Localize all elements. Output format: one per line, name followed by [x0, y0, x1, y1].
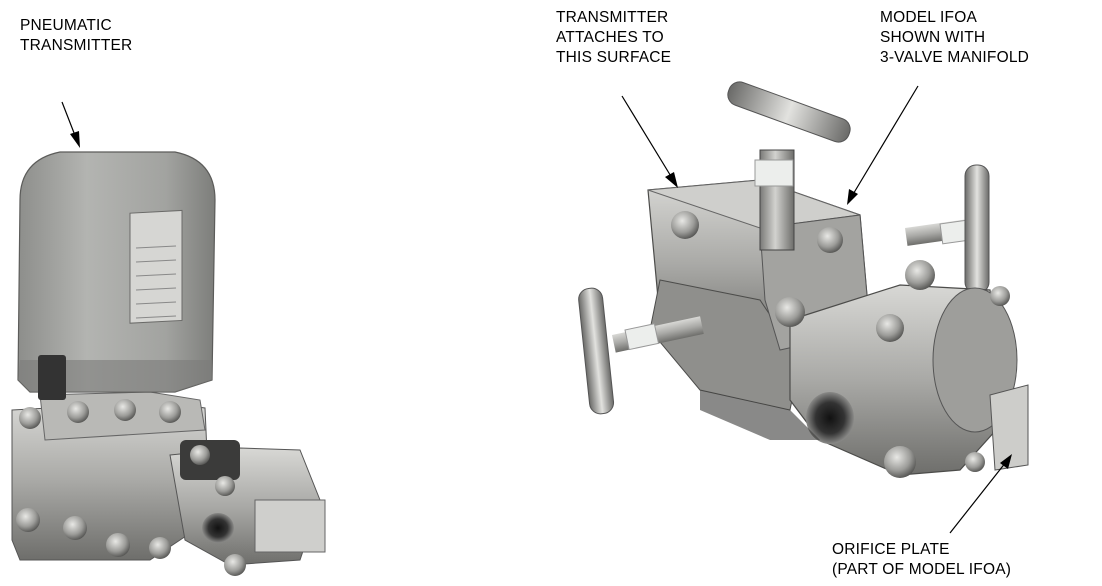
transmitter-port — [202, 513, 234, 543]
transmitter-bolts — [16, 399, 246, 576]
pneumatic-transmitter-arrow — [61, 101, 80, 148]
manifold-bolts — [671, 211, 1010, 478]
label-line: 3-VALVE MANIFOLD — [880, 49, 1030, 66]
pneumatic-transmitter-label: PNEUMATIC TRANSMITTER — [20, 16, 132, 56]
orifice-plate-arrow — [949, 454, 1012, 534]
left-valve-ptfe — [624, 323, 660, 351]
pneumatic-transmitter-photo — [11, 151, 326, 576]
label-line: THIS SURFACE — [556, 49, 672, 66]
top-valve-handle — [727, 81, 851, 143]
flow-body-port-left — [806, 392, 854, 444]
transmitter-latch — [38, 355, 66, 400]
model-ifoa-arrow — [847, 85, 919, 205]
label-line: (PART OF MODEL IFOA) — [832, 561, 1012, 578]
label-line: ORIFICE PLATE — [832, 541, 950, 558]
manifold-shadow — [700, 390, 820, 440]
left-valve-handle — [578, 287, 615, 415]
label-line: ATTACHES TO — [556, 29, 664, 46]
orifice-plate-label: ORIFICE PLATE (PART OF MODEL IFOA) — [832, 540, 1011, 580]
transmitter-housing-shadow — [18, 360, 212, 392]
label-line: TRANSMITTER — [556, 9, 669, 26]
top-valve-ptfe — [754, 159, 794, 187]
nameplate-lines — [135, 245, 177, 319]
transmitter-coupling — [180, 440, 240, 480]
transmitter-surface-label: TRANSMITTER ATTACHES TO THIS SURFACE — [556, 8, 671, 68]
right-valve-handle — [964, 164, 990, 294]
label-line: MODEL IFOA — [880, 9, 978, 26]
model-ifoa-label: MODEL IFOA SHOWN WITH 3-VALVE MANIFOLD — [880, 8, 1029, 68]
label-line: TRANSMITTER — [20, 37, 133, 54]
label-line: PNEUMATIC — [20, 17, 112, 34]
transmitter-orifice-plate — [254, 499, 326, 553]
ifoa-manifold-photo — [578, 81, 1029, 478]
orifice-plate — [989, 384, 1029, 471]
transmitter-nameplate — [129, 209, 183, 324]
transmitter-surface-arrow — [621, 95, 678, 188]
label-line: SHOWN WITH — [880, 29, 986, 46]
